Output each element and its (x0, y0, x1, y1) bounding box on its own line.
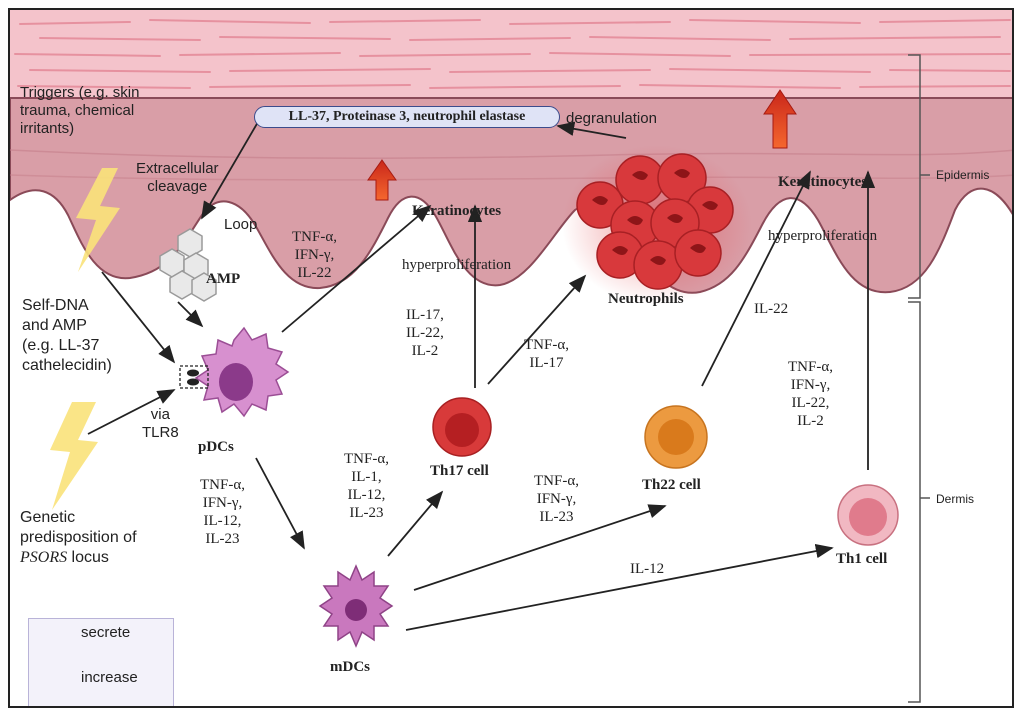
genetic-label: Genetic predisposition of PSORS locus (20, 508, 137, 568)
lightning-icon-genetic (50, 402, 98, 510)
extracellular-cleavage-label: Extracellular cleavage (136, 160, 219, 195)
neutrophils-label: Neutrophils (608, 291, 684, 307)
mdc-to-th1-cytokines: IL-12 (630, 561, 665, 577)
th1-cell (837, 484, 899, 546)
keratinocytes-left-subtitle: hyperproliferation (402, 257, 512, 273)
pdcs-label: pDCs (198, 439, 234, 455)
self-dna-label: Self-DNA and AMP (e.g. LL-37 cathelecidi… (22, 297, 112, 374)
amp-label: AMP (206, 271, 241, 287)
via-tlr8-label: via TLR8 (142, 406, 179, 441)
secrete-arrows (87, 121, 876, 631)
th17-label: Th17 cell (430, 463, 489, 479)
layer-bracket (908, 54, 930, 703)
pdc-cell (194, 326, 290, 418)
antimicrobial-box: LL-37, Proteinase 3, neutrophil elastase (254, 106, 560, 128)
loop-label: Loop (224, 216, 258, 233)
pdc-to-mdc-cytokines: TNF-α, IFN-γ, IL-12, IL-23 (200, 477, 245, 547)
th22-label: Th22 cell (642, 477, 701, 493)
epidermis-label: Epidermis (936, 168, 990, 182)
th1-to-keratinocytes-cytokines: TNF-α, IFN-γ, IL-22, IL-2 (788, 359, 833, 429)
increase-arrow-icon-right (763, 89, 797, 149)
th1-label: Th1 cell (836, 551, 888, 567)
dermis-label: Dermis (936, 492, 974, 506)
diagram-graphics (10, 10, 1012, 703)
th22-to-keratinocytes-cytokines: IL-22 (754, 301, 789, 317)
mdc-to-th17-cytokines: TNF-α, IL-1, IL-12, IL-23 (344, 451, 389, 521)
locus-text: locus (67, 549, 109, 566)
mdcs-label: mDCs (330, 659, 370, 675)
psors-text: PSORS (20, 549, 68, 566)
triggers-label: Triggers (e.g. skin trauma, chemical irr… (20, 84, 140, 137)
keratinocytes-right: Keratinocytes hyperproliferation (768, 137, 877, 263)
mdc-to-th22-cytokines: TNF-α, IFN-γ, IL-23 (534, 473, 579, 525)
degranulation-label: degranulation (566, 110, 657, 127)
keratinocytes-left-title: Keratinocytes (411, 203, 502, 219)
neutrophils-cluster (576, 153, 734, 290)
keratinocytes-left: Keratinocytes hyperproliferation (402, 166, 511, 292)
pdc-to-keratinocytes-cytokines: TNF-α, IFN-γ, IL-22 (292, 229, 337, 281)
legend-secrete-label: secrete (81, 624, 131, 641)
legend: secrete increase (28, 618, 174, 706)
keratinocytes-right-title: Keratinocytes (777, 174, 868, 190)
increase-arrow-icon-left (367, 159, 397, 201)
amp-hexagons (159, 228, 217, 302)
stratum-corneum (10, 10, 1012, 102)
keratinocytes-right-subtitle: hyperproliferation (768, 228, 878, 244)
th17-cell (432, 397, 492, 457)
th22-cell (644, 405, 708, 469)
th17-to-neutrophils-cytokines: TNF-α, IL-17 (524, 337, 569, 371)
lightning-icon-triggers (76, 168, 120, 272)
th17-to-keratinocytes-cytokines: IL-17, IL-22, IL-2 (406, 307, 444, 359)
genetic-text: Genetic predisposition of (20, 509, 137, 546)
legend-increase-label: increase (81, 669, 138, 686)
mdc-cell (318, 564, 394, 648)
diagram-frame: LL-37, Proteinase 3, neutrophil elastase… (8, 8, 1014, 708)
